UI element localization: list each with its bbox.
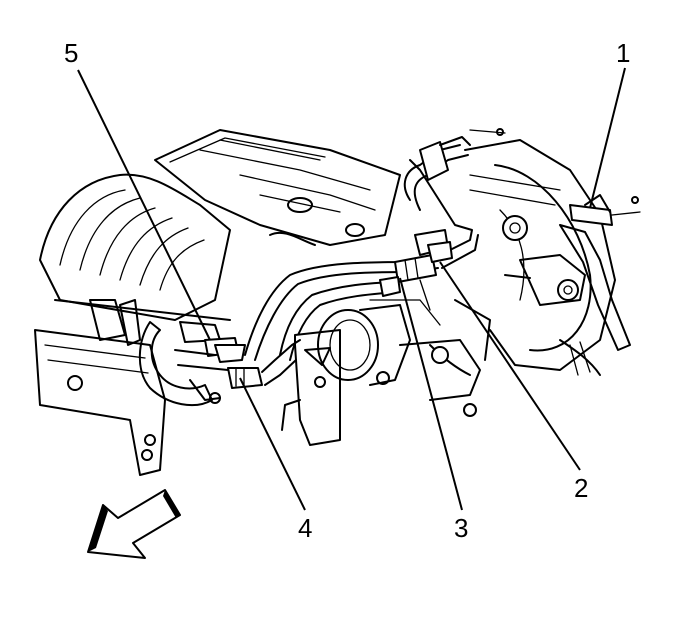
callout-label-2: 2 — [574, 473, 588, 503]
callout-label-5: 5 — [64, 38, 78, 68]
left-fuel-fittings — [138, 321, 301, 407]
engine-top-cover — [154, 129, 401, 246]
front-arrow-icon — [87, 489, 181, 559]
intake-manifold — [39, 173, 231, 321]
leader-line-4 — [239, 377, 306, 511]
leader-line-3 — [399, 277, 463, 511]
callout-label-3: 3 — [454, 513, 468, 543]
accessory-bracket — [464, 139, 616, 376]
leader-lines — [77, 67, 626, 511]
fuel-lines — [244, 128, 506, 361]
leader-line-1 — [589, 67, 626, 209]
callout-label-4: 4 — [298, 513, 312, 543]
throttle-body — [281, 279, 491, 446]
leader-line-2 — [439, 261, 581, 471]
quick-connect-fittings — [379, 229, 453, 297]
fuel-line-clip — [559, 194, 641, 351]
leader-line-5 — [77, 69, 211, 341]
cylinder-head — [34, 299, 166, 476]
callout-label-1: 1 — [616, 38, 630, 68]
